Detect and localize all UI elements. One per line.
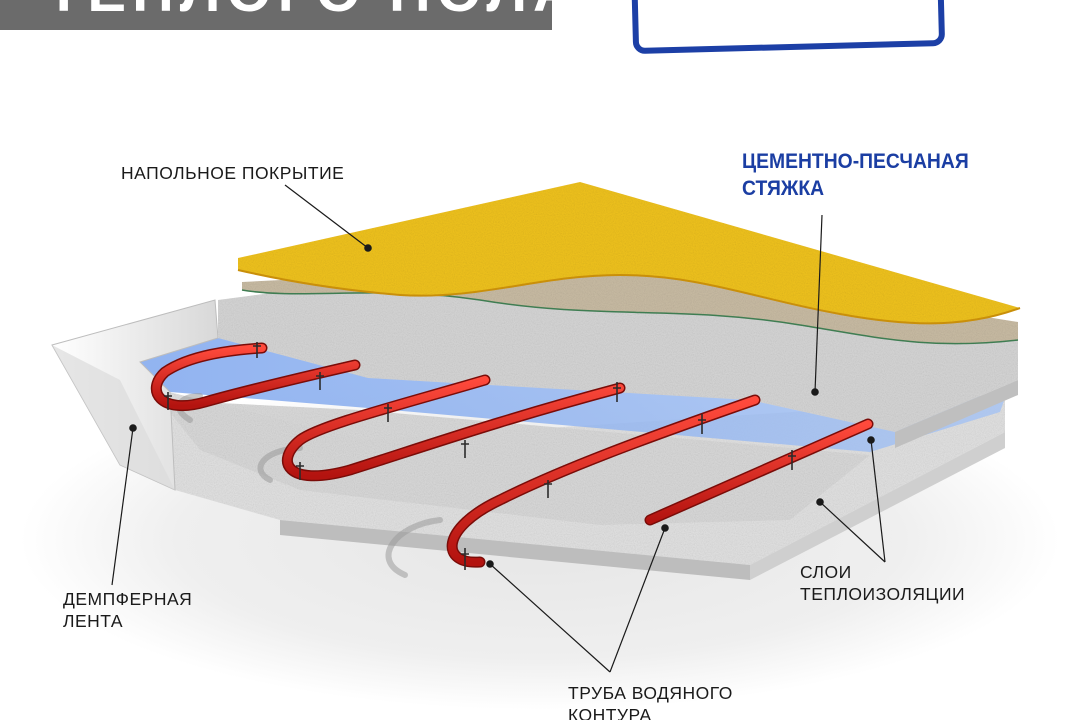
floor-covering	[238, 182, 1020, 324]
pipe-clips	[164, 342, 796, 570]
heating-pipe	[150, 342, 874, 568]
label-water-circuit-pipe: ТРУБА ВОДЯНОГО КОНТУРА	[568, 683, 733, 720]
insulation-layer-top	[160, 400, 870, 525]
leader-lines	[111, 184, 886, 673]
floor-covering-edge	[237, 269, 1021, 325]
label-insulation-layers: СЛОИ ТЕПЛОИЗОЛЯЦИИ	[800, 562, 966, 604]
label-damper-tape: ДЕМПФЕРНАЯ ЛЕНТА	[63, 589, 193, 631]
label-cement-sand-screed: ЦЕМЕНТНО-ПЕСЧАНАЯ СТЯЖКА	[742, 150, 969, 200]
title-banner: ТЕПЛОГО ПОЛА	[0, 0, 552, 30]
title-text: ТЕПЛОГО ПОЛА	[46, 0, 552, 25]
underlay-edge	[241, 289, 1019, 345]
label-floor-covering: НАПОЛЬНОЕ ПОКРЫТИЕ	[121, 163, 345, 183]
